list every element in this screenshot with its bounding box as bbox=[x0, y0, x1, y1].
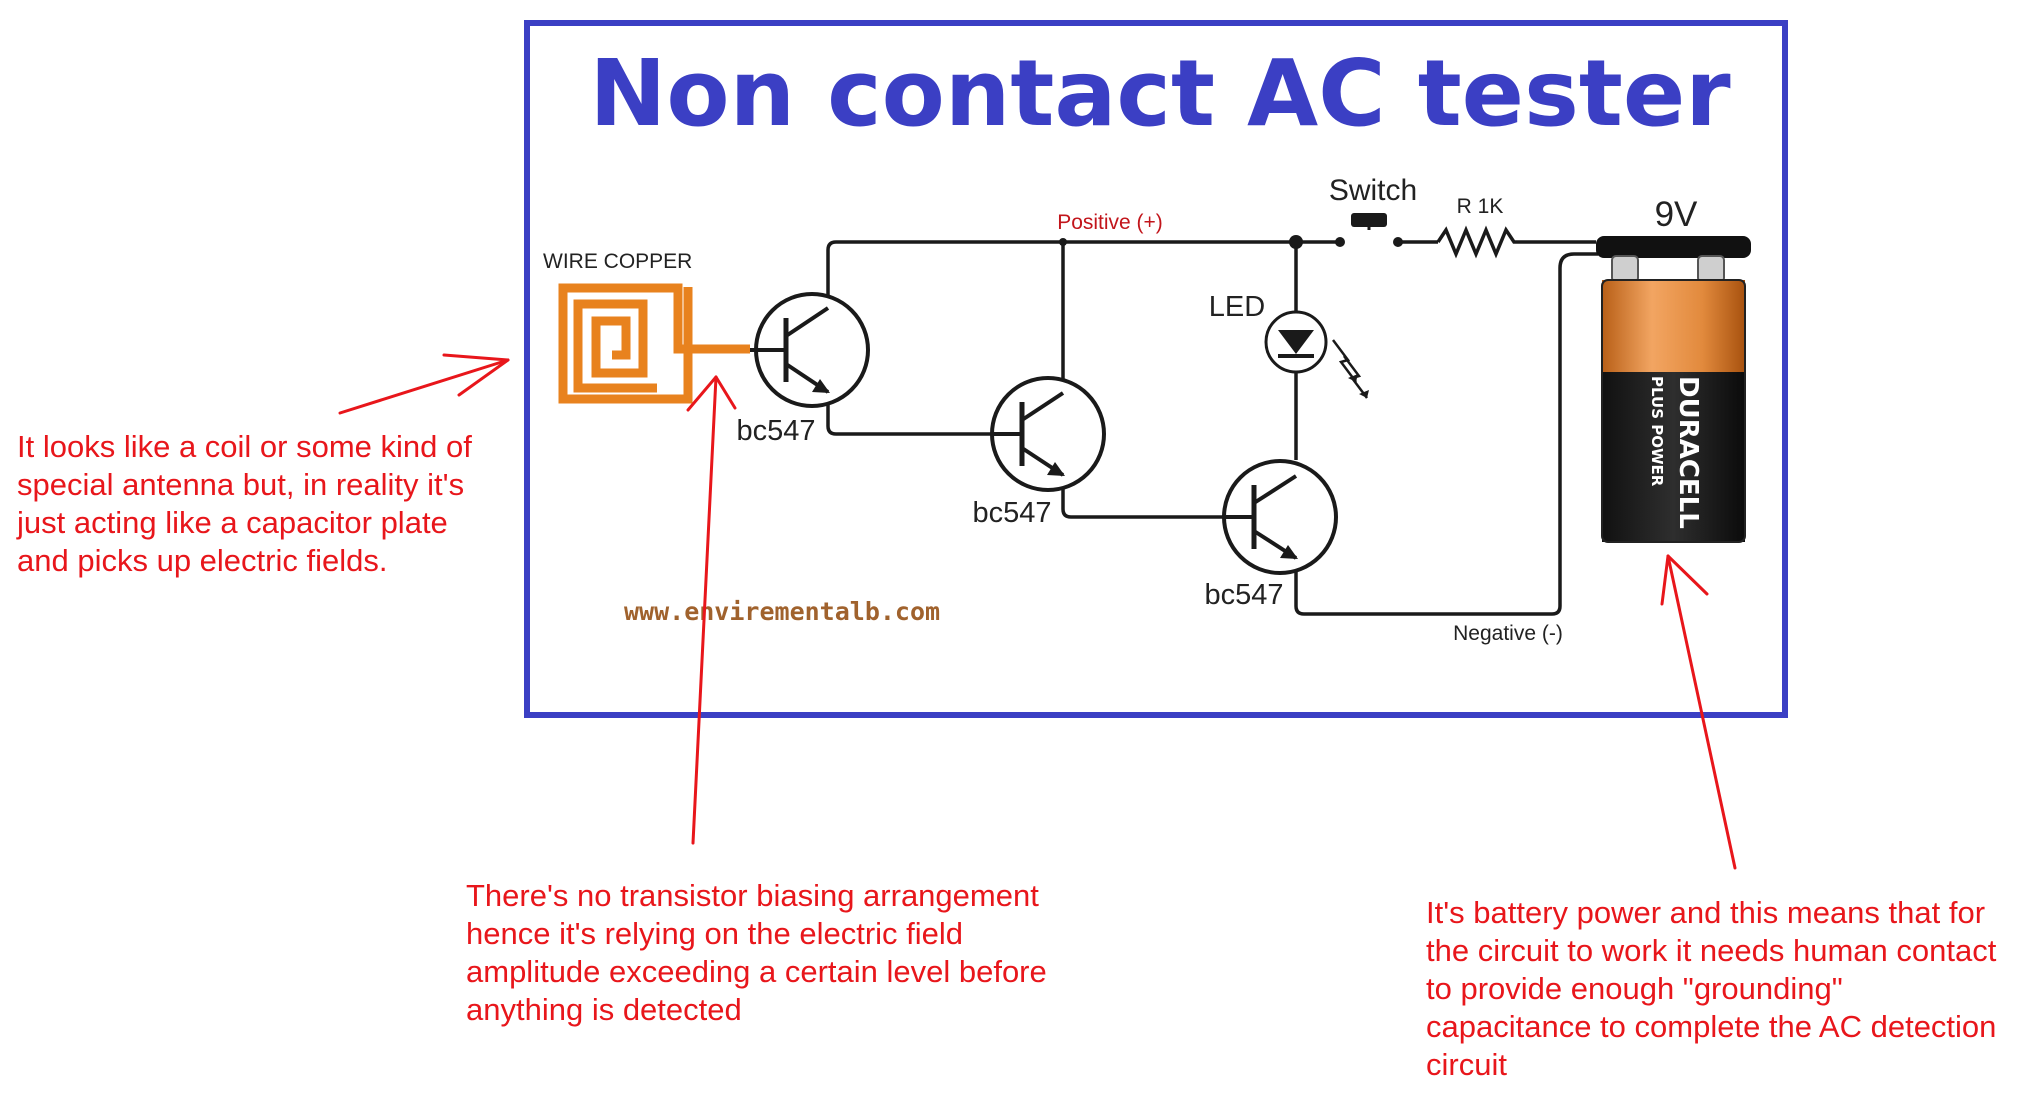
resistor-symbol bbox=[1436, 225, 1521, 259]
transistor-q1-label: bc547 bbox=[736, 415, 815, 447]
diagram-frame bbox=[524, 20, 1788, 718]
biasing-annotation: There's no transistor biasing arrangemen… bbox=[466, 877, 1047, 1029]
positive-label: Positive (+) bbox=[1057, 211, 1163, 234]
transistor-q1 bbox=[750, 292, 870, 408]
transistor-q3-label: bc547 bbox=[1204, 579, 1283, 611]
battery-annotation: It's battery power and this means that f… bbox=[1426, 894, 1996, 1084]
page-title: Non contact AC tester bbox=[589, 40, 1731, 147]
annotation-line: capacitance to complete the AC detection bbox=[1426, 1009, 1997, 1044]
annotation-line: and picks up electric fields. bbox=[17, 543, 388, 578]
battery-brand: DURACELL bbox=[1673, 376, 1703, 529]
junction-dot bbox=[1059, 238, 1067, 246]
battery-9v: DURACELL PLUS POWER bbox=[1596, 236, 1751, 543]
wire-copper-label: WIRE COPPER bbox=[543, 250, 692, 273]
annotation-line: the circuit to work it needs human conta… bbox=[1426, 933, 1997, 968]
annotation-line: hence it's relying on the electric field bbox=[466, 916, 964, 951]
annotation-line: circuit bbox=[1426, 1047, 1507, 1082]
annotation-arrows bbox=[338, 353, 1737, 870]
led-label: LED bbox=[1209, 291, 1265, 323]
transistor-q2-label: bc547 bbox=[972, 497, 1051, 529]
junction-dot bbox=[1289, 235, 1303, 249]
annotation-line: to provide enough "grounding" bbox=[1426, 971, 1843, 1006]
annotation-line: It looks like a coil or some kind of bbox=[17, 429, 472, 464]
annotation-line: anything is detected bbox=[466, 992, 742, 1027]
resistor-label: R 1K bbox=[1457, 195, 1504, 218]
copper-coil-antenna bbox=[558, 283, 750, 404]
annotation-line: There's no transistor biasing arrangemen… bbox=[466, 878, 1039, 913]
annotation-line: It's battery power and this means that f… bbox=[1426, 895, 1986, 930]
annotation-line: special antenna but, in reality it's bbox=[17, 467, 465, 502]
annotation-line: amplitude exceeding a certain level befo… bbox=[466, 954, 1047, 989]
antenna-annotation: It looks like a coil or some kind of spe… bbox=[17, 428, 472, 580]
website-label: www.envirementalb.com bbox=[624, 597, 940, 626]
switch-label: Switch bbox=[1329, 174, 1417, 207]
circuit-wires bbox=[826, 240, 1598, 616]
transistor-q2 bbox=[990, 376, 1106, 492]
battery-subbrand: PLUS POWER bbox=[1648, 376, 1666, 487]
switch-symbol bbox=[1335, 213, 1403, 247]
annotation-line: just acting like a capacitor plate bbox=[17, 505, 448, 540]
led-symbol bbox=[1264, 310, 1369, 399]
transistor-q3 bbox=[1222, 459, 1338, 575]
negative-label: Negative (-) bbox=[1453, 622, 1563, 645]
battery-voltage-label: 9V bbox=[1655, 195, 1698, 234]
